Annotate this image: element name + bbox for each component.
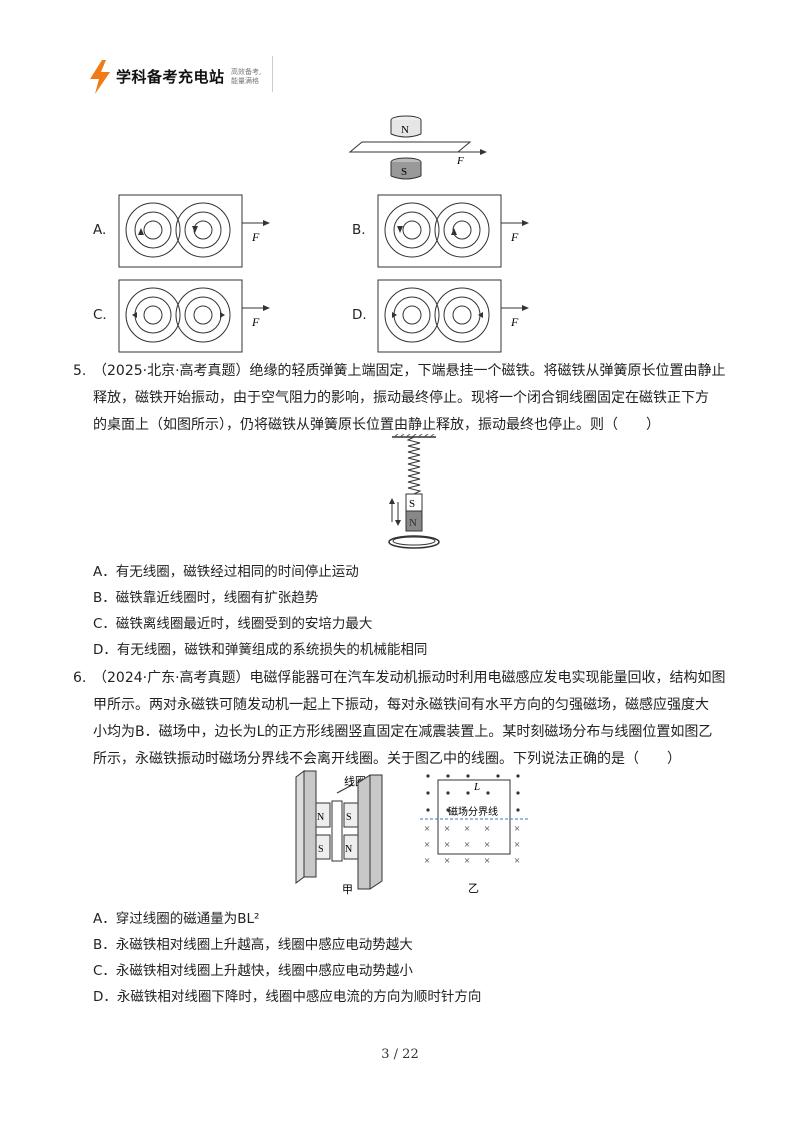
q6-number: 6. — [73, 670, 87, 686]
svg-text:×: × — [464, 855, 470, 867]
svg-text:×: × — [444, 855, 450, 867]
q4-option-a-figure: F — [118, 194, 270, 268]
q6-option-c[interactable]: C．永磁铁相对线圈上升越快，线圈中感应电动势越小 — [93, 963, 413, 979]
svg-text:×: × — [424, 855, 430, 867]
boundary-label: 磁场分界线 — [448, 805, 498, 818]
q4-option-a-label[interactable]: A. — [93, 222, 107, 238]
q5-line-3: 的桌面上（如图所示），仍将磁铁从弹簧原长位置由静止释放，振动最终也停止。则（ ） — [93, 417, 660, 433]
force-f-label: F — [456, 155, 464, 167]
lightning-icon — [90, 60, 110, 94]
svg-text:×: × — [444, 823, 450, 835]
q4-option-d-figure: F — [377, 279, 529, 353]
q6-stem: （2024·广东·高考真题）电磁俘能器可在汽车发动机振动时利用电磁感应发电实现能… — [93, 665, 733, 773]
q6-line-1: （2024·广东·高考真题）电磁俘能器可在汽车发动机振动时利用电磁感应发电实现能… — [93, 670, 726, 686]
q5-option-a[interactable]: A．有无线圈，磁铁经过相同的时间停止运动 — [93, 564, 359, 580]
q4-option-b-figure: F — [377, 194, 529, 268]
side-length-l-label: L — [473, 781, 480, 793]
q5-option-d[interactable]: D．有无线圈，磁铁和弹簧组成的系统损失的机械能相同 — [93, 642, 428, 658]
q5-number: 5. — [73, 363, 87, 379]
spring-magnet-s-label: S — [409, 498, 415, 510]
spring-magnet-n-label: N — [409, 517, 417, 529]
svg-text:×: × — [444, 839, 450, 851]
svg-text:×: × — [424, 839, 430, 851]
slogan-line-1: 高效备考, — [231, 68, 262, 76]
svg-text:×: × — [484, 823, 490, 835]
jia-right-magnet-n-label: N — [345, 844, 352, 855]
jia-magnet-s-label: S — [318, 844, 324, 855]
magnet-n-label: N — [401, 124, 409, 136]
force-f-label: F — [251, 230, 260, 244]
svg-text:×: × — [484, 839, 490, 851]
q6-figure-yi: L 磁场分界线 × × × × × × × × × × × × × × × 乙 — [420, 774, 528, 895]
figure-jia-caption: 甲 — [342, 884, 353, 895]
svg-text:×: × — [464, 823, 470, 835]
q6-option-a[interactable]: A．穿过线圈的磁通量为BL² — [93, 911, 260, 927]
svg-text:×: × — [484, 855, 490, 867]
jia-magnet-n-label: N — [317, 812, 324, 823]
q5-options: A．有无线圈，磁铁经过相同的时间停止运动 B．磁铁靠近线圈时，线圈有扩张趋势 C… — [93, 560, 427, 664]
q4-main-figure: N F S — [348, 115, 487, 180]
q6-figure-jia: N S 线圈 S N 甲 — [295, 770, 383, 895]
page-number: 3 / 22 — [381, 1047, 419, 1062]
figure-yi-caption: 乙 — [468, 882, 479, 895]
force-f-label: F — [510, 315, 519, 329]
force-f-label: F — [251, 315, 260, 329]
header-divider — [272, 56, 273, 92]
svg-text:×: × — [514, 823, 520, 835]
force-f-label: F — [510, 230, 519, 244]
q4-option-c-label[interactable]: C. — [93, 307, 107, 323]
q4-option-c-figure: F — [118, 279, 270, 353]
q5-option-b[interactable]: B．磁铁靠近线圈时，线圈有扩张趋势 — [93, 590, 319, 606]
q5-stem: （2025·北京·高考真题）绝缘的轻质弹簧上端固定，下端悬挂一个磁铁。将磁铁从弹… — [93, 358, 733, 439]
slogan-line-2: 能量满格 — [231, 77, 259, 85]
q6-option-d[interactable]: D．永磁铁相对线圈下降时，线圈中感应电流的方向为顺时针方向 — [93, 989, 482, 1005]
svg-text:×: × — [424, 823, 430, 835]
q6-line-3: 小均为B．磁场中，边长为L的正方形线圈竖直固定在减震装置上。某时刻磁场分布与线圈… — [93, 724, 713, 740]
header-logo: 学科备考充电站 高效备考, 能量满格 — [88, 56, 278, 94]
magnet-s-label: S — [401, 166, 407, 178]
svg-text:×: × — [464, 839, 470, 851]
q5-line-2: 释放，磁铁开始振动，由于空气阻力的影响，振动最终停止。现将一个闭合铜线圈固定在磁… — [93, 390, 709, 406]
q6-options: A．穿过线圈的磁通量为BL² B．永磁铁相对线圈上升越高，线圈中感应电动势越大 … — [93, 907, 481, 1011]
brand-name: 学科备考充电站 — [116, 68, 225, 86]
q5-line-1: （2025·北京·高考真题）绝缘的轻质弹簧上端固定，下端悬挂一个磁铁。将磁铁从弹… — [93, 363, 726, 379]
q6-option-b[interactable]: B．永磁铁相对线圈上升越高，线圈中感应电动势越大 — [93, 937, 413, 953]
q5-option-c[interactable]: C．磁铁离线圈最近时，线圈受到的安培力最大 — [93, 616, 373, 632]
svg-text:×: × — [514, 855, 520, 867]
jia-right-magnet-s-label: S — [346, 812, 352, 823]
q6-line-2: 甲所示。两对永磁铁可随发动机一起上下振动，每对永磁铁间有水平方向的匀强磁场，磁感… — [93, 697, 709, 713]
q4-option-d-label[interactable]: D. — [352, 307, 367, 323]
slogan: 高效备考, 能量满格 — [231, 68, 261, 86]
q4-option-b-label[interactable]: B. — [352, 222, 366, 238]
q5-spring-figure: S N — [388, 434, 440, 549]
q6-line-4: 所示，永磁铁振动时磁场分界线不会离开线圈。关于图乙中的线圈。下列说法正确的是（ … — [93, 751, 681, 767]
svg-text:×: × — [514, 839, 520, 851]
